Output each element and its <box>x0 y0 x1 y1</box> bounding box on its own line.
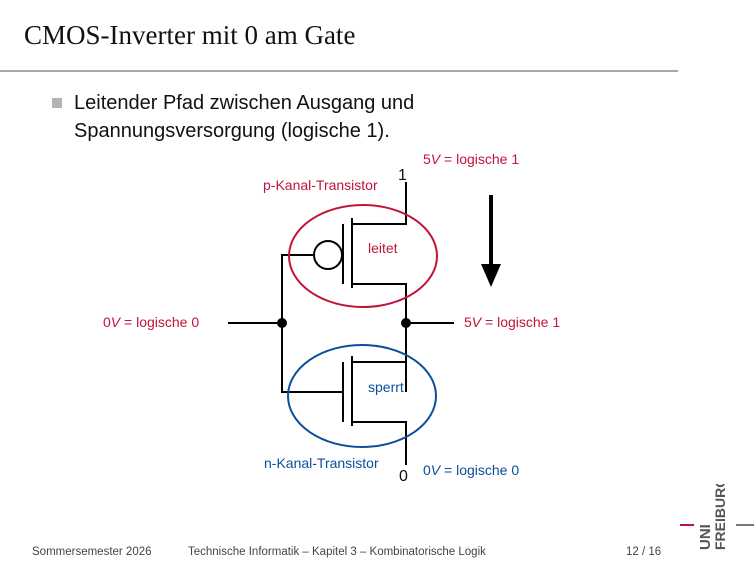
vdd-unit: V <box>431 151 442 167</box>
vdd-text: = logische 1 <box>440 151 519 167</box>
p-transistor-label: p-Kanal-Transistor <box>263 177 378 193</box>
n-gnd-wire <box>352 421 407 465</box>
university-logo-icon: UNI FREIBURG <box>680 484 754 550</box>
gnd-symbol: 0 <box>399 468 408 485</box>
n-state-label: sperrt <box>368 379 404 395</box>
input-unit: V <box>111 314 122 330</box>
p-gate-bubble-icon <box>313 240 343 270</box>
input-node <box>277 318 287 328</box>
vdd-label: 5V = logische 1 <box>423 151 519 167</box>
current-arrow-head-icon <box>481 264 501 287</box>
gnd-text: = logische 0 <box>440 462 519 478</box>
output-value: 5 <box>464 314 472 330</box>
vdd-value: 5 <box>423 151 431 167</box>
logo-text-uni: UNI <box>697 524 714 550</box>
gnd-label: 0V = logische 0 <box>423 462 519 478</box>
footer-course: Technische Informatik – Kapitel 3 – Komb… <box>188 546 486 558</box>
input-value: 0 <box>103 314 111 330</box>
gate-wire-p <box>281 254 343 393</box>
bullet-line-1: Leitender Pfad zwischen Ausgang und <box>74 92 415 114</box>
vdd-wire <box>352 182 407 225</box>
input-label: 0V = logische 0 <box>103 314 199 330</box>
p-state-label: leitet <box>368 240 398 256</box>
footer-page-number: 12 / 16 <box>626 546 662 558</box>
output-text: = logische 1 <box>481 314 560 330</box>
n-transistor-label: n-Kanal-Transistor <box>264 455 379 471</box>
slide-title: CMOS-Inverter mit 0 am Gate <box>24 20 356 50</box>
title-divider <box>0 70 678 72</box>
output-unit: V <box>472 314 483 330</box>
vdd-symbol: 1 <box>398 167 407 184</box>
footer-semester: Sommersemester 2026 <box>32 546 152 558</box>
p-transistor-highlight <box>288 204 438 308</box>
n-transistor-highlight <box>287 344 437 448</box>
output-node <box>401 318 411 328</box>
bullet-square-icon <box>52 98 62 108</box>
logo-text-freiburg: FREIBURG <box>712 484 728 550</box>
output-label: 5V = logische 1 <box>464 314 560 330</box>
gnd-value: 0 <box>423 462 431 478</box>
bullet-text: Leitender Pfad zwischen Ausgang und Span… <box>74 89 414 145</box>
gnd-unit: V <box>431 462 442 478</box>
input-text: = logische 0 <box>120 314 199 330</box>
bullet-line-2: Spannungsversorgung (logische 1). <box>74 120 390 142</box>
